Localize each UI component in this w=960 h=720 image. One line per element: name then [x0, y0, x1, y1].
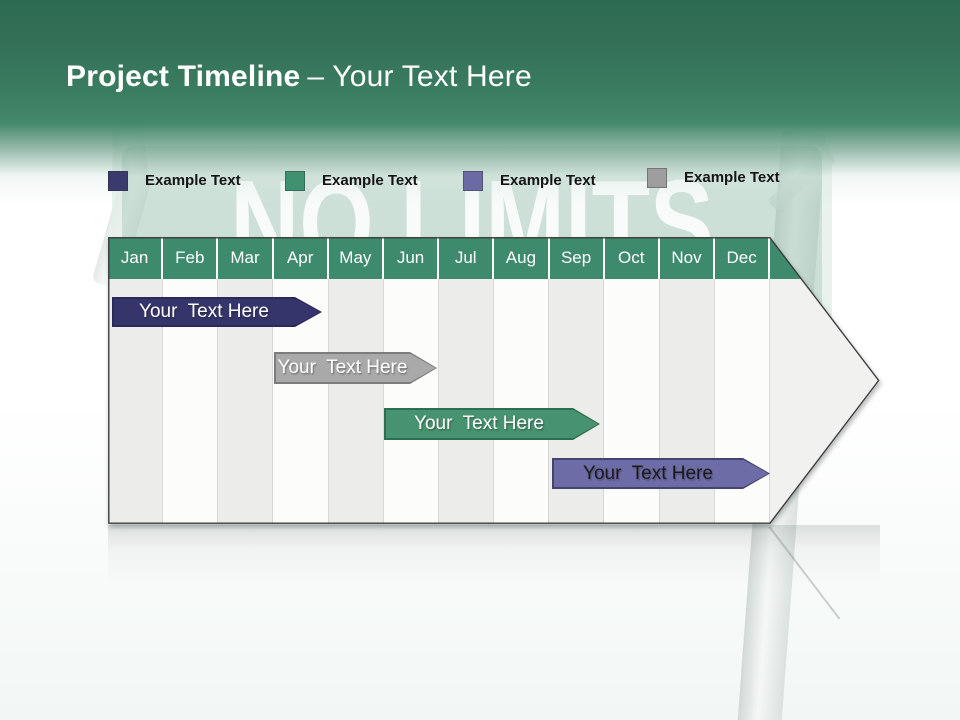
legend-label: Example Text: [500, 172, 596, 189]
arrow-tip-area: [769, 279, 880, 524]
timeline-arrow-body: Jan Feb Mar Apr May Jun Jul Aug Sep Oct …: [108, 237, 880, 524]
title-secondary: – Your Text Here: [307, 60, 532, 93]
month-column: [383, 279, 439, 524]
timeline-bar-4: Your Text Here: [552, 458, 770, 489]
page-title: Project Timeline– Your Text Here: [66, 60, 532, 94]
legend-label: Example Text: [145, 172, 241, 189]
month-cell-mar: Mar: [218, 237, 272, 279]
bar-label: Your Text Here: [583, 462, 713, 484]
month-cell-may: May: [328, 237, 382, 279]
title-primary: Project Timeline: [66, 60, 301, 93]
legend-item: Example Text: [285, 171, 418, 191]
month-cell-jun: Jun: [383, 237, 438, 279]
bar-label: Your Text Here: [139, 301, 269, 322]
month-column: [328, 279, 384, 524]
legend-swatch-navy: [108, 171, 128, 191]
month-column: [494, 279, 550, 524]
legend-item: Example Text: [647, 168, 780, 188]
legend-swatch-gray: [647, 168, 667, 188]
month-cell-oct: Oct: [604, 237, 658, 279]
bar-label: Your Text Here: [277, 357, 408, 378]
legend-item: Example Text: [108, 171, 241, 191]
project-timeline-chart: Jan Feb Mar Apr May Jun Jul Aug Sep Oct …: [108, 237, 880, 524]
bar-label: Your Text Here: [414, 413, 544, 434]
month-cell-aug: Aug: [494, 237, 548, 279]
timeline-arrow-shadow: Jan Feb Mar Apr May Jun Jul Aug Sep Oct …: [108, 237, 880, 524]
month-cell-sep: Sep: [549, 237, 603, 279]
month-cell-jul: Jul: [439, 237, 493, 279]
month-cell-apr: Apr: [273, 237, 327, 279]
legend-item: Example Text: [463, 171, 596, 191]
month-column: [438, 279, 495, 524]
month-cell-nov: Nov: [659, 237, 714, 279]
table-reflection: [108, 525, 880, 587]
month-header-row: Jan Feb Mar Apr May Jun Jul Aug Sep Oct …: [108, 237, 880, 279]
month-header-filler: [770, 237, 880, 279]
month-cell-dec: Dec: [715, 237, 769, 279]
month-cell-feb: Feb: [163, 237, 217, 279]
timeline-bar-1: Your Text Here: [112, 297, 322, 327]
timeline-bar-3: Your Text Here: [384, 408, 600, 440]
month-cell-jan: Jan: [108, 237, 162, 279]
legend-swatch-purple: [463, 171, 483, 191]
legend-label: Example Text: [684, 169, 780, 186]
legend-label: Example Text: [322, 172, 418, 189]
legend-swatch-green: [285, 171, 305, 191]
timeline-bar-2: Your Text Here: [274, 352, 437, 384]
